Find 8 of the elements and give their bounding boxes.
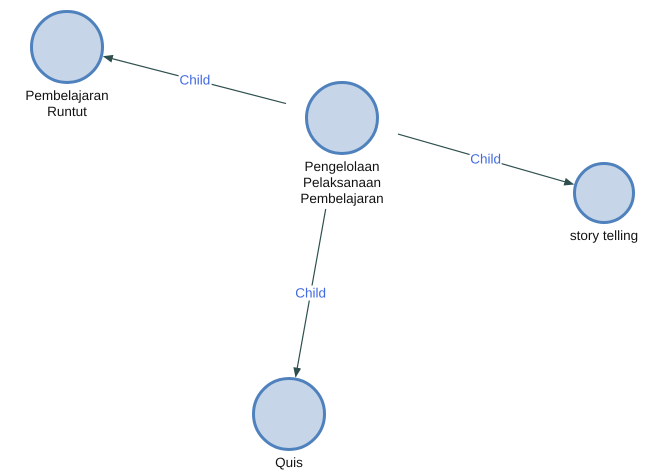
node-label: Quis (274, 455, 304, 471)
edge-label: Child (178, 72, 212, 88)
edge-label: Child (294, 285, 328, 300)
node-label: Pembelajaran Runtut (24, 88, 110, 120)
node-label: Pengelolaan Pelaksanaan Pembelajaran (299, 159, 385, 207)
edge-label: Child (469, 152, 502, 167)
node-label: story telling (568, 228, 640, 244)
arrow (293, 208, 326, 378)
